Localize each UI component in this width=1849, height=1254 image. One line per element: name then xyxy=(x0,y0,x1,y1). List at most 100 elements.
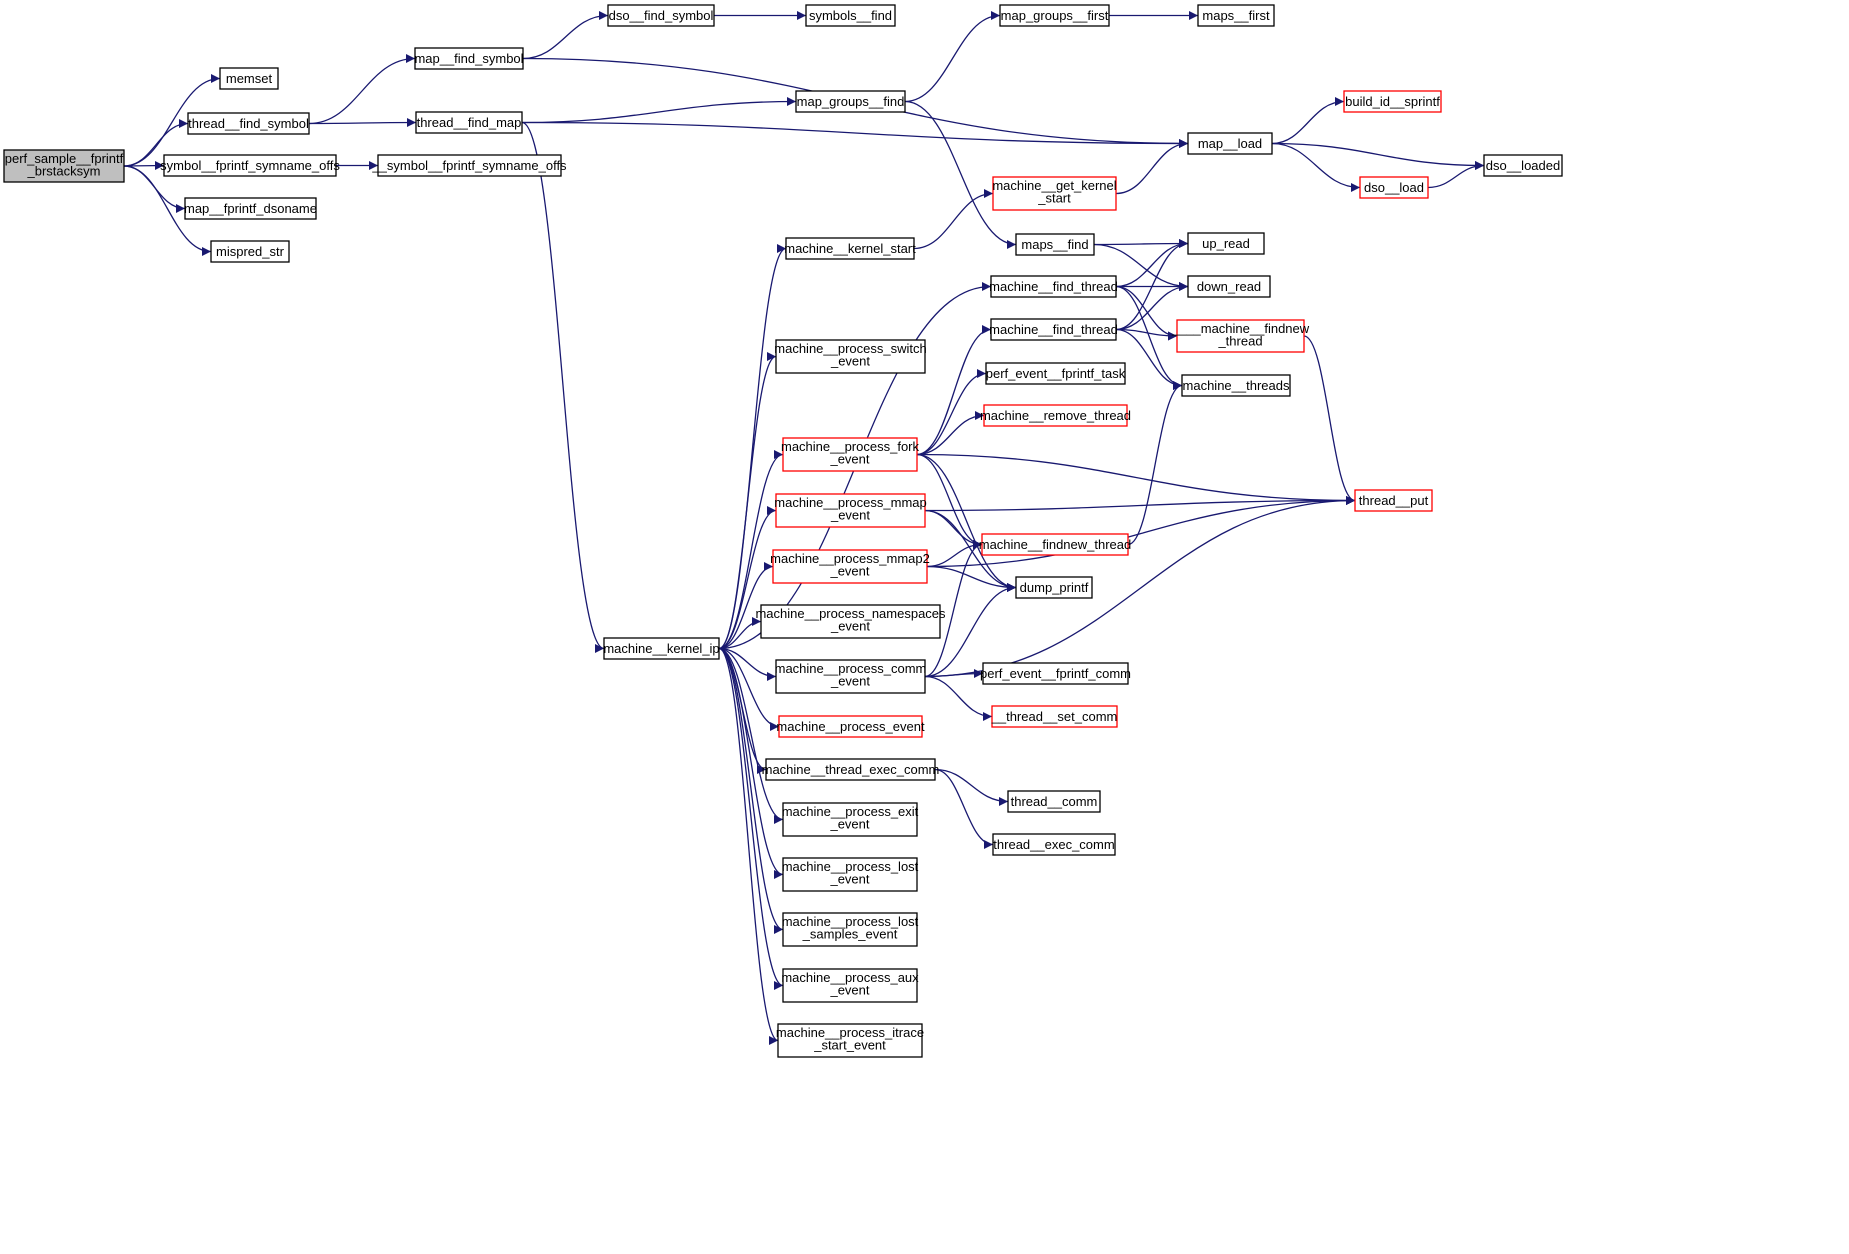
edge-____machine_findnew_thread-to-thread_put xyxy=(1303,335,1356,505)
node-maps-first[interactable]: maps__first xyxy=(1197,4,1275,27)
node-perf-event-fprintf-comm[interactable]: perf_event__fprintf_comm xyxy=(980,662,1131,685)
node-machine-process-exit-event[interactable]: machine__process_exit_event xyxy=(782,802,919,837)
edge-thread_find_symbol-to-thread_find_map xyxy=(308,118,417,128)
node-box xyxy=(981,533,1129,556)
node-box xyxy=(1015,576,1093,599)
node-box xyxy=(999,4,1110,27)
edge-thread_find_map-to-map_load xyxy=(521,121,1189,148)
node-dso-loaded[interactable]: dso__loaded xyxy=(1483,154,1563,177)
node-maps-find[interactable]: maps__find xyxy=(1015,233,1095,256)
node-thread-find-map[interactable]: thread__find_map xyxy=(415,111,523,134)
node-label-line: machine__find_thread xyxy=(989,279,1118,294)
node-box xyxy=(163,154,337,177)
node-thread-put[interactable]: thread__put xyxy=(1354,489,1433,512)
node-box xyxy=(760,604,941,639)
node-map-load[interactable]: map__load xyxy=(1187,132,1273,155)
node-mispred-str[interactable]: mispred_str xyxy=(210,240,290,263)
node-machine-threads[interactable]: machine__threads xyxy=(1181,374,1291,397)
node-root[interactable]: perf_sample__fprintf_brstacksym xyxy=(3,149,125,183)
node-label-line: _event xyxy=(829,452,869,467)
edge-machine_find_thread_1-to-up_read xyxy=(1115,239,1189,288)
node-map-find-symbol[interactable]: map__find_symbol xyxy=(414,47,524,70)
node-dso-load[interactable]: dso__load xyxy=(1359,176,1429,199)
node-machine-process-mmap-event[interactable]: machine__process_mmap_event xyxy=(774,493,927,528)
node-dump-printf[interactable]: dump_printf xyxy=(1015,576,1093,599)
node-machine-findnew-thread[interactable]: machine__findnew_thread xyxy=(979,533,1132,556)
node-map-groups-first[interactable]: map_groups__first xyxy=(999,4,1110,27)
node-machine-get-kernel-start[interactable]: machine__get_kernel_start xyxy=(992,176,1117,211)
edge-thread_find_symbol-to-map_find_symbol xyxy=(308,54,416,125)
node-label-line: machine__process_aux xyxy=(781,970,919,985)
node-label-line: machine__findnew_thread xyxy=(979,537,1132,552)
edge-machine_thread_exec_comm-to-thread_exec_comm xyxy=(934,768,994,849)
node-perf-event-fprintf-task[interactable]: perf_event__fprintf_task xyxy=(985,362,1126,385)
node-box xyxy=(1197,4,1275,27)
node-machine-kernel-ip[interactable]: machine__kernel_ip xyxy=(603,637,720,660)
edge-map_groups_find-to-maps_find xyxy=(904,100,1017,249)
node-box xyxy=(1187,232,1265,255)
node-box xyxy=(415,111,523,134)
node-label-line: _event xyxy=(830,619,870,634)
edge-machine_kernel_ip-to-machine_process_mmap_event xyxy=(718,506,777,650)
node-box xyxy=(775,659,926,694)
node-box xyxy=(985,362,1126,385)
node-label-line: _event xyxy=(829,564,869,579)
edge-thread_find_map-to-map_groups_find xyxy=(521,97,797,124)
node-box xyxy=(1359,176,1429,199)
node-machine-process-namespaces-event[interactable]: machine__process_namespaces_event xyxy=(755,604,946,639)
node-label-line: perf_event__fprintf_comm xyxy=(980,666,1131,681)
node-machine-kernel-start[interactable]: machine__kernel_start xyxy=(784,237,916,260)
node-map-groups-find[interactable]: map_groups__find xyxy=(795,90,906,113)
node-machine-find-thread-2[interactable]: machine__find_thread xyxy=(989,318,1118,341)
node-thread-exec-comm[interactable]: thread__exec_comm xyxy=(992,833,1116,856)
node-up-read[interactable]: up_read xyxy=(1187,232,1265,255)
node-machine-process-itrace-start-event[interactable]: machine__process_itrace_start_event xyxy=(776,1023,924,1058)
node-label-line: thread__put xyxy=(1359,493,1429,508)
node-label-line: map_groups__first xyxy=(1001,8,1109,23)
edge-machine_process_fork_event-to-thread_put xyxy=(916,453,1356,505)
node-machine-remove-thread[interactable]: machine__remove_thread xyxy=(980,404,1131,427)
node-label-line: _start xyxy=(1037,191,1071,206)
node-machine-process-fork-event[interactable]: machine__process_fork_event xyxy=(781,437,920,472)
node-machine-process-mmap2-event[interactable]: machine__process_mmap2_event xyxy=(770,549,930,584)
edge-machine_find_thread_1-to-machine_threads xyxy=(1115,285,1183,390)
node-down-read[interactable]: down_read xyxy=(1187,275,1271,298)
edge-machine_process_mmap_event-to-thread_put xyxy=(924,496,1356,512)
node-label-line: map__find_symbol xyxy=(414,51,523,66)
node-label-line: machine__process_mmap xyxy=(774,495,926,510)
edge-root-to-mispred_str xyxy=(123,165,212,256)
edge-machine_process_fork_event-to-perf_event_fprintf_task xyxy=(916,369,987,456)
node-box xyxy=(1181,374,1291,397)
node-machine-process-lost-event[interactable]: machine__process_lost_event xyxy=(782,857,919,892)
node-label-line: machine__get_kernel xyxy=(992,178,1116,193)
edge-machine_process_fork_event-to-dump_printf xyxy=(916,453,1017,592)
node-label-line: machine__process_lost xyxy=(782,859,919,874)
edge-map_find_symbol-to-dso_find_symbol xyxy=(522,11,609,60)
node-box xyxy=(1176,319,1305,353)
node-machine-process-comm-event[interactable]: machine__process_comm_event xyxy=(775,659,927,694)
node-label-line: machine__process_switch xyxy=(774,341,926,356)
node-machine-findnew-thread[interactable]: ____machine__findnew_thread xyxy=(1171,319,1310,353)
node-label-line: _start_event xyxy=(813,1038,886,1053)
node-box xyxy=(219,67,279,90)
node-memset[interactable]: memset xyxy=(219,67,279,90)
node-thread-find-symbol[interactable]: thread__find_symbol xyxy=(187,112,310,135)
node-machine-process-event[interactable]: machine__process_event xyxy=(776,715,925,738)
node-map-fprintf-dsoname[interactable]: map__fprintf_dsoname xyxy=(184,197,317,220)
node-build-id-sprintf[interactable]: build_id__sprintf xyxy=(1343,90,1442,113)
node-thread-set-comm[interactable]: __thread__set_comm xyxy=(991,705,1118,728)
edge-machine_kernel_ip-to-machine_kernel_start xyxy=(718,244,787,650)
node-box xyxy=(991,705,1118,728)
node-dso-find-symbol[interactable]: dso__find_symbol xyxy=(607,4,715,27)
node-thread-comm[interactable]: thread__comm xyxy=(1007,790,1101,813)
edge-machine_process_comm_event-to-__thread_set_comm xyxy=(924,675,993,721)
node-machine-process-switch-event[interactable]: machine__process_switch_event xyxy=(774,339,927,374)
node-machine-thread-exec-comm[interactable]: machine__thread_exec_comm xyxy=(762,758,940,781)
node-symbol-fprintf-symname-offs[interactable]: __symbol__fprintf_symname_offs xyxy=(371,154,567,177)
node-symbols-find[interactable]: symbols__find xyxy=(805,4,896,27)
node-machine-find-thread-1[interactable]: machine__find_thread xyxy=(989,275,1118,298)
node-machine-process-lost-samples-event[interactable]: machine__process_lost_samples_event xyxy=(782,912,919,947)
node-machine-process-aux-event[interactable]: machine__process_aux_event xyxy=(781,968,919,1003)
node-label-line: mispred_str xyxy=(216,244,285,259)
node-symbol-fprintf-symname-offs[interactable]: symbol__fprintf_symname_offs xyxy=(160,154,340,177)
